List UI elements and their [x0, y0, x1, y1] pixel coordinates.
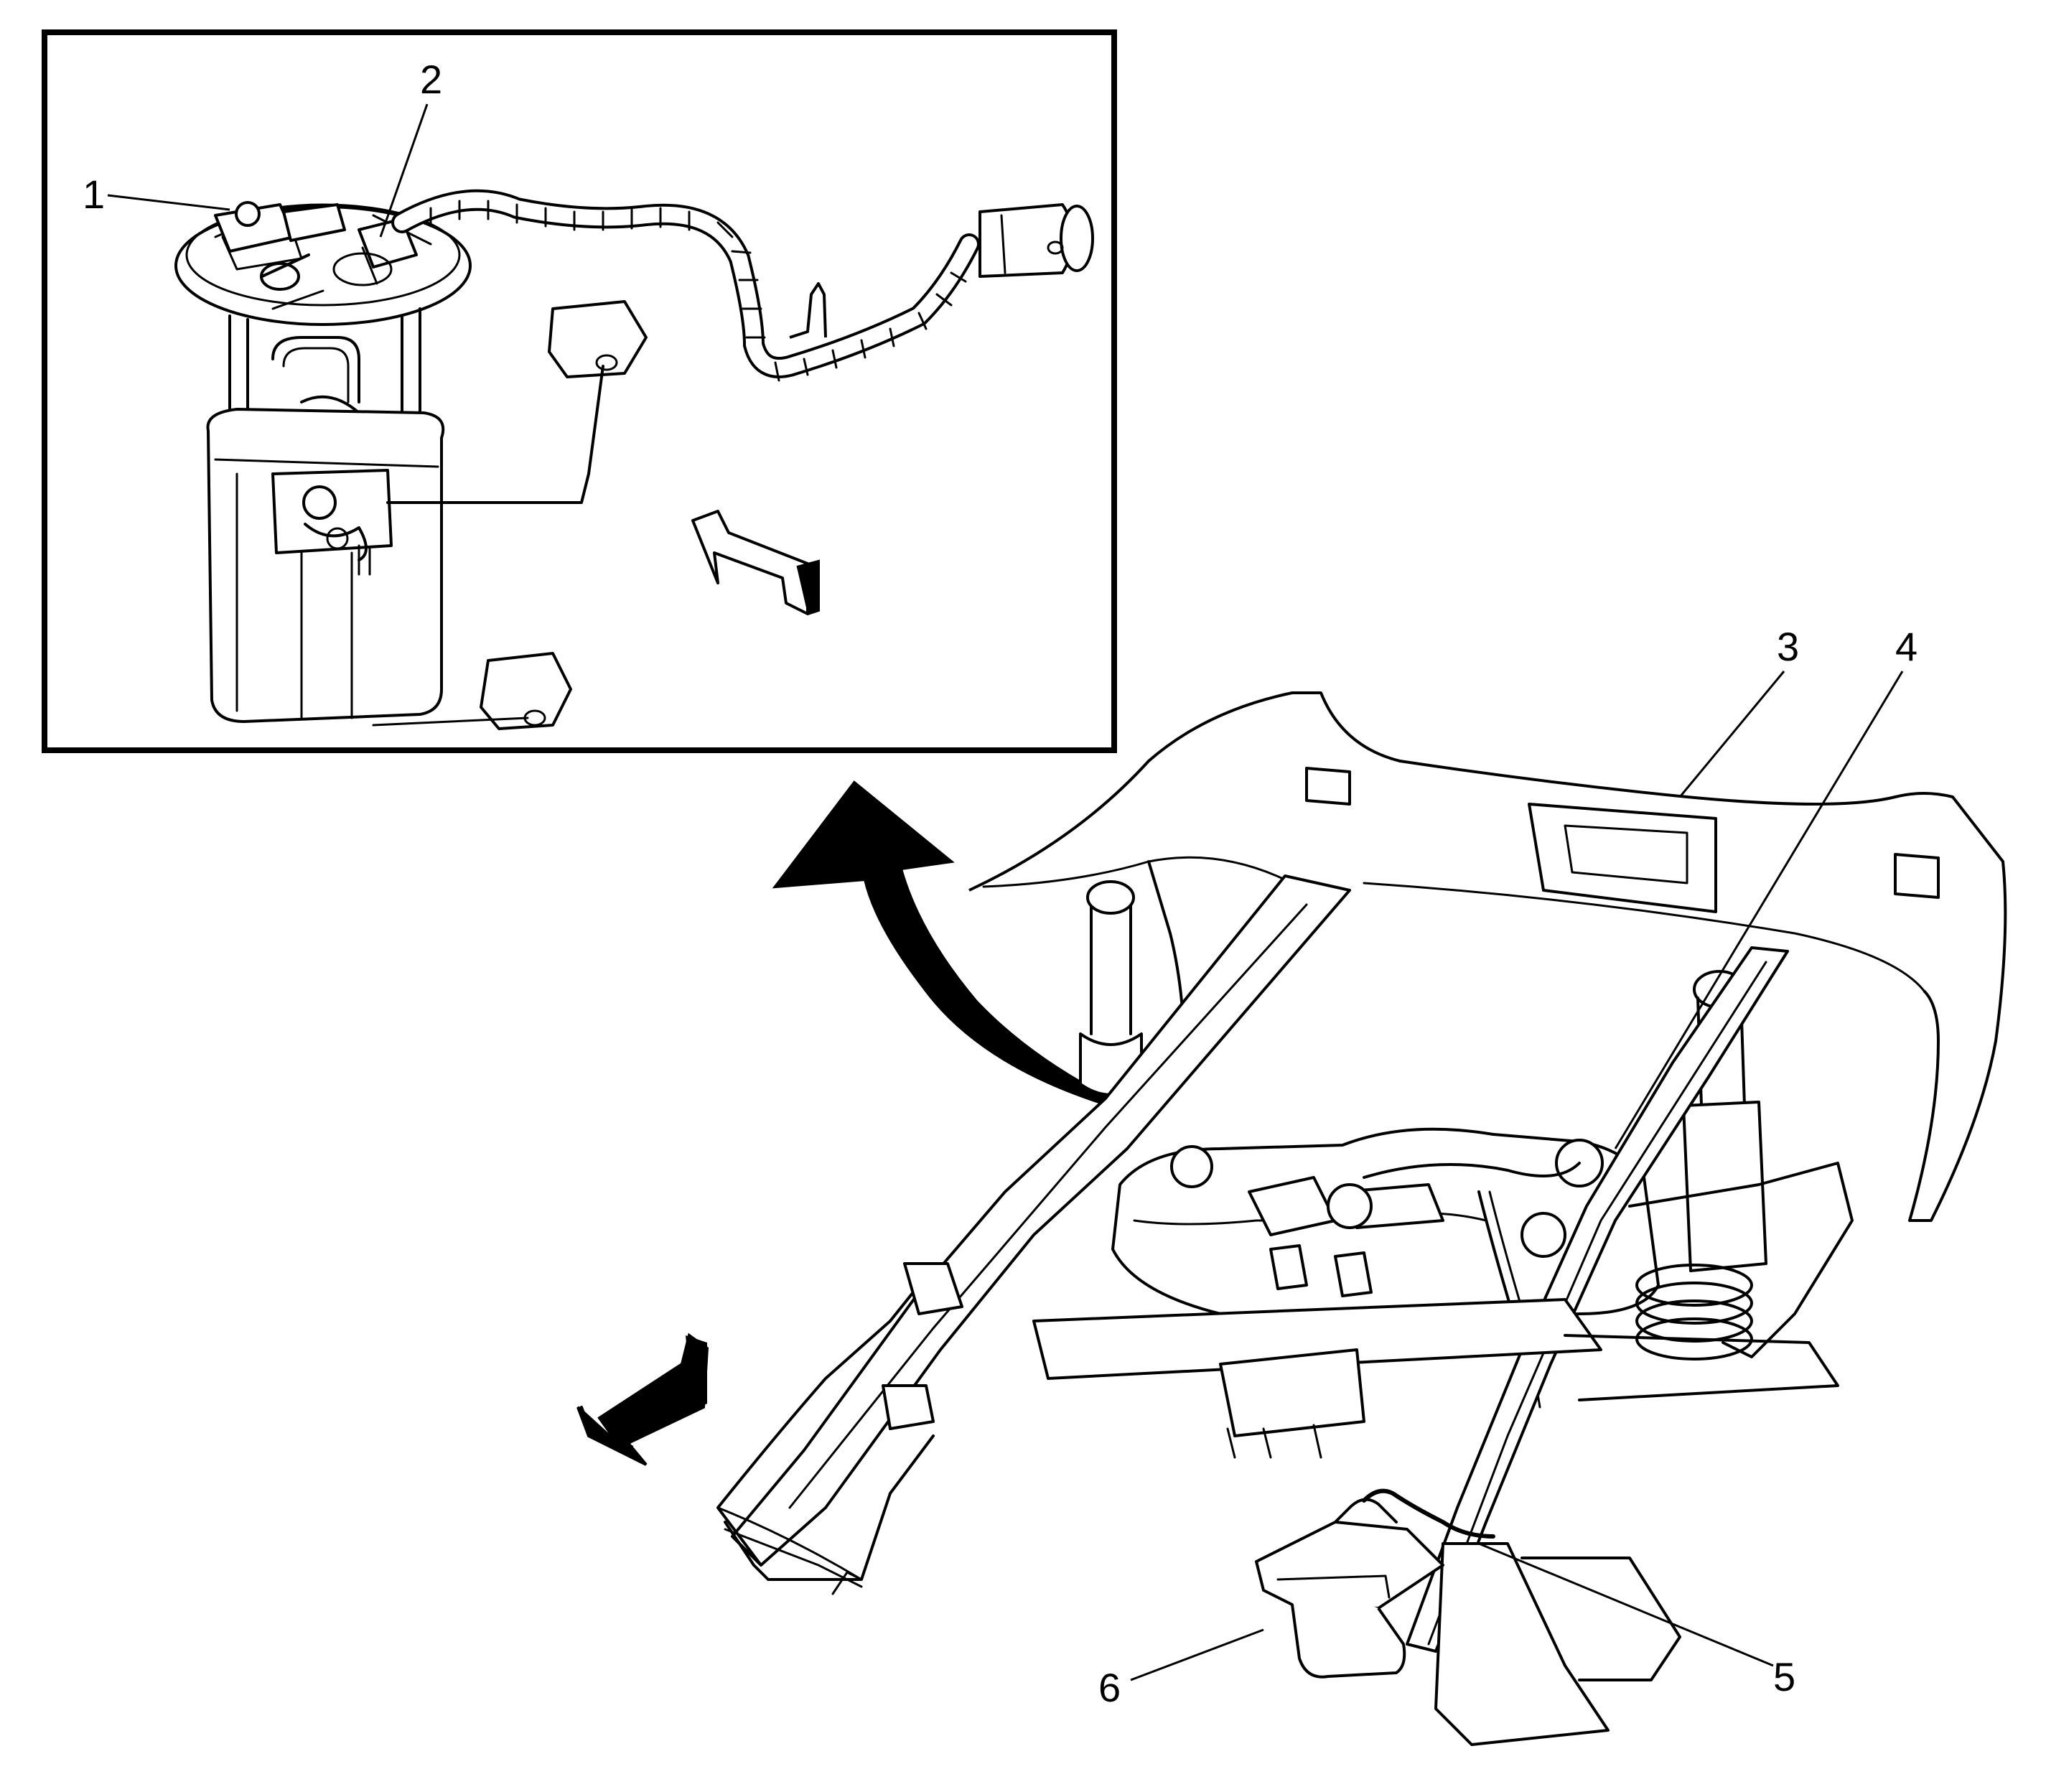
- wiring-harness: [391, 189, 1094, 382]
- coil-spring: [1635, 1264, 1753, 1361]
- front-direction-arrow-icon: [691, 510, 820, 615]
- callout-2: 2: [420, 57, 442, 102]
- callout-3: 3: [1777, 624, 1799, 669]
- fuel-tank-pressure-module: [1255, 1488, 1495, 1679]
- callout-5: 5: [1773, 1654, 1795, 1699]
- inset-panel: 1 2: [42, 29, 1117, 753]
- front-direction-arrow-icon: [576, 1333, 709, 1466]
- curved-arrow-icon: [772, 780, 1149, 1118]
- float-upper: [386, 300, 648, 504]
- fuel-pump-module: [174, 201, 648, 730]
- vehicle-underbody: [576, 691, 2007, 1746]
- rear-bumper-fascia: [968, 691, 2007, 1222]
- rear-crossmember: [1032, 1298, 1839, 1459]
- callout-1: 1: [83, 172, 105, 217]
- callout-6: 6: [1098, 1665, 1121, 1710]
- float-lower: [372, 652, 572, 730]
- floor-pan: [716, 1262, 1681, 1746]
- callout-4: 4: [1895, 624, 1917, 669]
- shock-absorber-left: [1079, 880, 1143, 1096]
